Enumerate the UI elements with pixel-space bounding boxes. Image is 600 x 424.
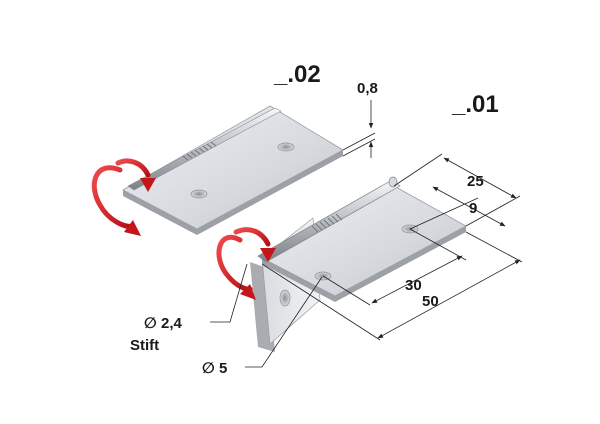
dimension-width: 25 [467, 173, 484, 190]
hinge-01-knuckle [257, 179, 401, 263]
hinge-02-spring [182, 141, 217, 161]
hinge-02-hole-front [190, 189, 208, 199]
hinge-02 [122, 105, 376, 235]
hinge-01-spring [311, 213, 343, 233]
hinge-01 [250, 176, 467, 352]
hinge-01-knuckle-end [388, 176, 398, 188]
dimension-leaf-length: 50 [422, 293, 439, 310]
hinge-02-hole-back [277, 142, 295, 152]
thickness-ext-top [342, 132, 376, 151]
rotation-arrow-icon [216, 227, 276, 300]
variant-label-01: _.01 [451, 91, 499, 118]
rotation-arrow-icon [91, 158, 156, 236]
dimension-lines [210, 100, 523, 368]
pin-label: Stift [130, 337, 159, 354]
hinge-01-hole-vertical [279, 289, 291, 307]
pin-diameter-label: ∅ 2,4 [144, 315, 183, 332]
dimension-hole-offset: 9 [469, 200, 477, 217]
variant-label-02: _.02 [273, 61, 321, 88]
hinge-02-knuckle [127, 107, 282, 191]
hole-diameter-label: ∅ 5 [202, 360, 227, 377]
dimension-hole-distance: 30 [405, 277, 422, 294]
dimension-thickness: 0,8 [357, 80, 378, 97]
